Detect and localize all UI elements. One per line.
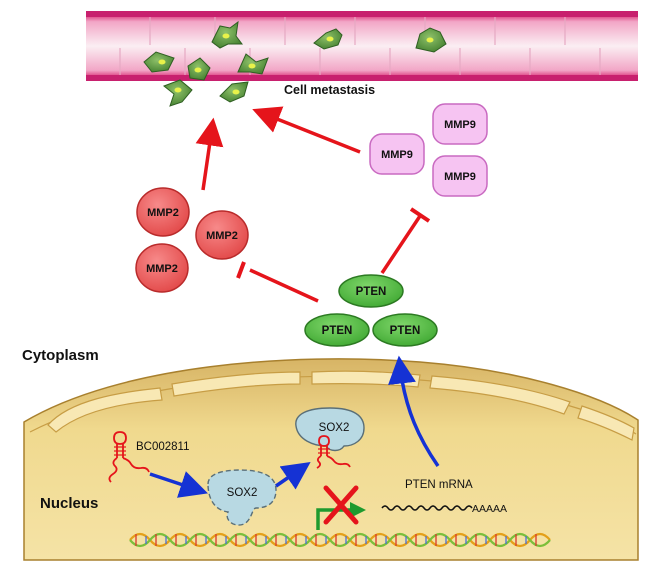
cell-icon — [219, 81, 249, 103]
cell-icon — [143, 51, 175, 73]
blood-vessel — [86, 11, 638, 81]
dna-helix — [129, 532, 551, 548]
cell-icon — [237, 53, 269, 75]
metastatic-cells — [143, 20, 447, 107]
poly-a-tail-label: AAAAA — [472, 503, 507, 515]
mmp2-label: MMP2 — [147, 207, 179, 219]
pten-protein-left — [304, 313, 370, 347]
mmp2-protein — [136, 187, 190, 237]
cell-icon — [211, 20, 243, 49]
mmp9-label: MMP9 — [444, 171, 476, 183]
blue-arrows — [149, 355, 440, 498]
pten-label: PTEN — [322, 325, 353, 337]
cytoplasm-label: Cytoplasm — [22, 347, 99, 364]
inhibition-arrows — [236, 207, 431, 303]
transcription-start-icon — [316, 502, 366, 530]
pten-mrna-label: PTEN mRNA — [405, 479, 473, 491]
cell-icon — [313, 28, 343, 50]
cell-icon — [163, 79, 193, 107]
pten-mrna — [381, 505, 473, 511]
sox2-label: SOX2 — [227, 487, 258, 499]
mmp2-protein — [195, 210, 249, 260]
pten-protein-top — [338, 274, 404, 308]
bc002811-label: BC002811 — [136, 441, 190, 453]
mmp9-label: MMP9 — [381, 149, 413, 161]
pten-protein-right — [372, 313, 438, 347]
pten-label: PTEN — [356, 286, 387, 298]
cell-icon — [187, 57, 211, 81]
pten-label: PTEN — [390, 325, 421, 337]
sox2-bound-label: SOX2 — [319, 422, 350, 434]
mmp9-protein — [432, 103, 488, 145]
cell-metastasis-label: Cell metastasis — [284, 83, 375, 97]
block-x-icon — [323, 485, 359, 525]
sox2-protein-dashed — [207, 469, 277, 526]
nucleus-label: Nucleus — [40, 495, 98, 512]
mmp2-protein — [135, 243, 189, 293]
cell-icon — [415, 27, 447, 53]
mmp2-label: MMP2 — [206, 230, 238, 242]
mmp9-protein — [369, 133, 425, 175]
bound-lncrna-hairpin-icon — [316, 435, 351, 469]
mmp9-protein — [432, 155, 488, 197]
mmp9-label: MMP9 — [444, 119, 476, 131]
activation-arrows — [195, 106, 361, 191]
nucleus-membrane — [23, 358, 639, 561]
mmp2-label: MMP2 — [146, 263, 178, 275]
lncrna-hairpin-icon — [108, 431, 150, 483]
